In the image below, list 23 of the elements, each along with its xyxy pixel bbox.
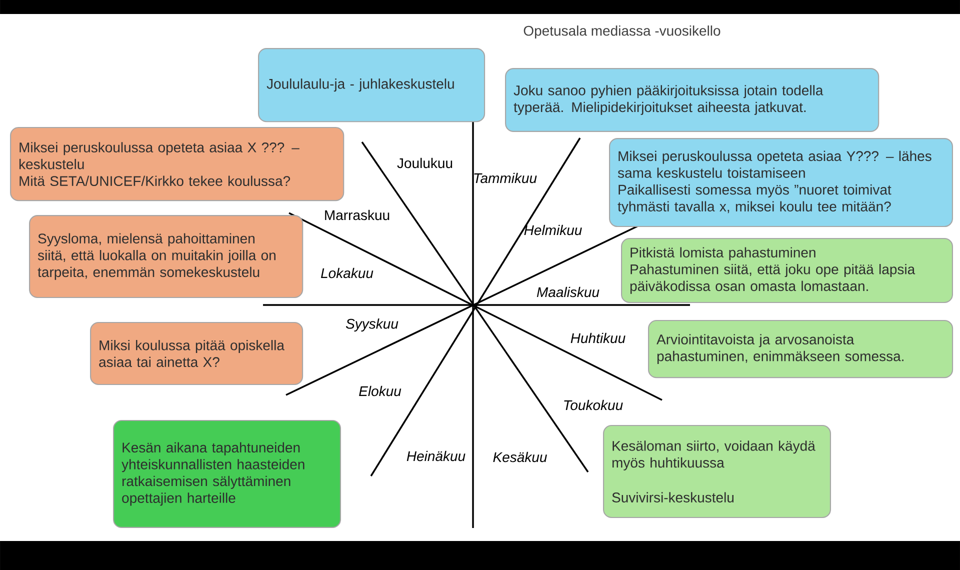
month-label: Lokakuu — [320, 268, 374, 278]
text-box: Pitkistä lomista pahastuminen Pahastuminen siitä, että joku ope pitää lapsia päiväkodissa osan omasta lomastaan. — [621, 238, 953, 304]
text-box: Arviointitavoista ja arvosanoista pahastuminen, enimmäkseen somessa. — [648, 320, 954, 378]
month-label: Tammikuu — [474, 172, 537, 184]
month-label: Kesäkuu — [493, 452, 547, 462]
month-label: Syyskuu — [346, 318, 398, 332]
month-label: Joulukuu — [397, 158, 452, 168]
text-box: Joululaulu-ja - juhlakeskustelu — [258, 48, 486, 122]
month-label: Heinäkuu — [406, 450, 466, 462]
month-label: Elokuu — [359, 386, 402, 396]
month-label: Helmikuu — [524, 224, 582, 236]
text-box: Kesäloman siirto, voidaan käydä myös huhtikuussa Suvivirsi-keskustelu — [603, 425, 831, 518]
text-box: Syysloma, mielensä pahoittaminen siitä, että luokalla on muitakin joilla on tarpeita, enemmän somekeskustelu — [29, 215, 304, 298]
text-box: Miksi koulussa pitää opiskella asiaa tai ainetta X? — [90, 322, 304, 386]
month-label: Maaliskuu — [536, 286, 600, 298]
text-box: Miksei peruskoulussa opeteta asiaa Y??? – lähes sama keskustelu toistamiseen Paikallisesti somessa myös ”nuoret toimivat tyhmästi tavalla x, miksei koulu tee mitään? — [609, 138, 953, 228]
month-label: Marraskuu — [325, 210, 390, 220]
text-box: Joku sanoo pyhien pääkirjoituksissa jotain todella typerää. Mielipidekirjoitukset aiheesta jatkuvat. — [505, 68, 880, 132]
text-box: Kesän aikana tapahtuneiden yhteiskunnallisten haasteiden ratkaisemisen sälyttäminen opettajien harteille — [113, 420, 341, 528]
month-label: Toukokuu — [564, 400, 623, 410]
text-box: Miksei peruskoulussa opeteta asiaa X ??? – keskustelu Mitä SETA/UNICEF/Kirkko tekee koulussa? — [10, 127, 344, 202]
title: Opetusala mediassa -vuosikello — [524, 25, 720, 39]
month-label: Huhtikuu — [570, 332, 626, 344]
